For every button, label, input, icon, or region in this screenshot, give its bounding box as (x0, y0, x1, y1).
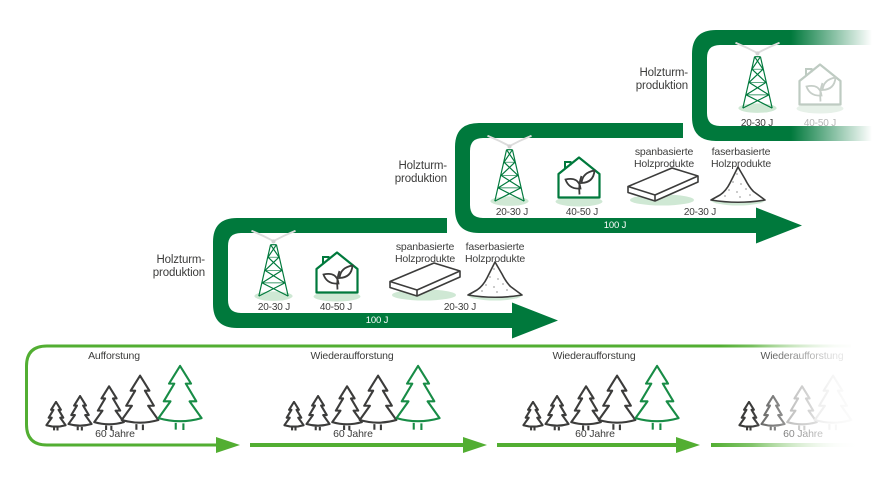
tree-icon (523, 401, 543, 431)
tree-icon (331, 385, 363, 431)
tier2-house-years: 40-50 J (565, 207, 599, 218)
tier1-tower-years: 20-30 J (257, 302, 291, 313)
tree-group-2 (284, 365, 441, 431)
eco-house-icon (554, 156, 604, 207)
tree-icon (306, 395, 330, 431)
fiber-label-line1: faserbasierte (711, 146, 771, 158)
tier2-tower-years: 20-30 J (495, 207, 529, 218)
tree-icon (598, 375, 636, 431)
tier3-label-line1: Holzturm- (639, 67, 689, 79)
tier1-house-years: 40-50 J (319, 302, 353, 313)
fiber-pile-icon (710, 166, 766, 206)
growth-arrowhead (676, 437, 700, 453)
tree-icon (786, 385, 818, 431)
eco-house-icon (312, 251, 362, 302)
eco-house-icon-faded (795, 63, 845, 114)
tier2-label: Holzturm- produktion (347, 160, 447, 185)
tree-icon (68, 395, 92, 431)
forest-group3-title: Wiederaufforstung (552, 350, 636, 362)
tier3-label-line2: produktion (635, 79, 688, 92)
cascade-arrow-tier1 (213, 218, 558, 339)
cascade-arrow-tier3 (692, 30, 872, 141)
span-label-line2: Holzprodukte (394, 252, 456, 265)
fiber-pile-icon (467, 261, 523, 301)
tier1-label-line2: produktion (152, 266, 205, 279)
tier2-product-years: 20-30 J (683, 207, 717, 218)
tree-icon (359, 375, 397, 431)
tier2-span-product-label: spanbasierte Holzprodukte (604, 146, 724, 170)
tree-icon (284, 401, 304, 431)
wind-tower-icon (250, 230, 297, 302)
tier1-cycle-years: 100 J (365, 315, 389, 326)
tier2-cycle-years: 100 J (603, 220, 627, 231)
tier1-label-line1: Holzturm- (156, 254, 206, 266)
span-label-line1: spanbasierte (395, 241, 455, 253)
span-label-line2: Holzprodukte (633, 157, 695, 170)
tier3-label: Holzturm- produktion (588, 67, 688, 92)
tree-icon (739, 401, 759, 431)
tier3-house-years: 40-50 J (803, 118, 837, 129)
tree-group-4 (739, 375, 852, 431)
forest-group1-title: Aufforstung (88, 350, 140, 362)
tree-icon (93, 385, 125, 431)
forest-group1-duration: 60 Jahre (95, 428, 135, 440)
forest-group2-title: Wiederaufforstung (310, 350, 394, 362)
tree-icon (121, 375, 159, 431)
tier1-fiber-product-label: faserbasierte Holzprodukte (435, 241, 555, 265)
tier2-label-line1: Holzturm- (398, 160, 448, 172)
forest-group4-duration: 60 Jahre (783, 428, 823, 440)
tier1-span-product-label: spanbasierte Holzprodukte (365, 241, 485, 265)
tree-icon (761, 395, 785, 431)
chipboard-icon (627, 167, 699, 207)
fiber-label-line1: faserbasierte (465, 241, 525, 253)
mature-tree-icon (635, 365, 680, 431)
forest-group4-title: Wiederaufforstung (760, 350, 844, 362)
tree-icon (46, 401, 66, 431)
mature-tree-icon (396, 365, 441, 431)
wind-tower-icon (486, 135, 533, 207)
tree-group-3 (523, 365, 680, 431)
tier2-fiber-product-label: faserbasierte Holzprodukte (681, 146, 801, 170)
mature-tree-icon (158, 365, 203, 431)
forest-group2-duration: 60 Jahre (333, 428, 373, 440)
span-label-line1: spanbasierte (634, 146, 694, 158)
chipboard-icon (389, 262, 461, 302)
tree-icon (545, 395, 569, 431)
cascade-arrow-tier2 (455, 123, 802, 244)
fiber-label-line2: Holzprodukte (464, 252, 526, 265)
growth-arrowhead (463, 437, 487, 453)
tier3-tower-years: 20-30 J (740, 118, 774, 129)
tree-group-1 (46, 365, 203, 431)
tree-icon (570, 385, 602, 431)
forest-band-border (25, 344, 851, 447)
tree-icon (814, 375, 852, 431)
tier1-product-years: 20-30 J (443, 302, 477, 313)
wind-tower-icon (734, 42, 781, 114)
forest-group3-duration: 60 Jahre (575, 428, 615, 440)
tier2-label-line2: produktion (394, 172, 447, 185)
fiber-label-line2: Holzprodukte (710, 157, 772, 170)
tier1-label: Holzturm- produktion (105, 254, 205, 279)
growth-arrowhead (216, 437, 240, 453)
